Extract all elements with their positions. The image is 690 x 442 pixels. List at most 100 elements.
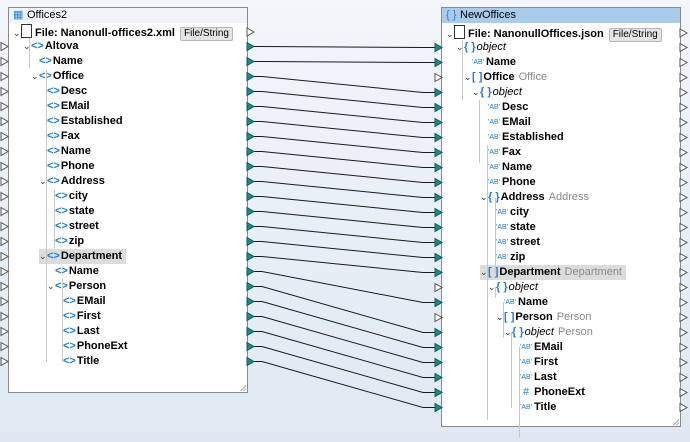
output-connector[interactable] (246, 56, 256, 67)
component-title-bar[interactable]: { } NewOffices (442, 8, 680, 23)
chevron-down-icon[interactable]: ⌄ (496, 312, 504, 322)
tree-item-email[interactable]: 'AB'EMail (512, 340, 563, 355)
output-connector[interactable] (246, 41, 256, 52)
tree-item-name[interactable]: 'AB'Name (464, 55, 516, 70)
mapping-wire[interactable] (254, 46, 435, 48)
mapping-wire[interactable] (254, 331, 435, 378)
output-connector[interactable] (679, 267, 689, 278)
chevron-down-icon[interactable]: ⌄ (39, 251, 47, 261)
tree-item-desc[interactable]: <>Desc (39, 84, 87, 99)
output-connector[interactable] (679, 117, 689, 128)
tree-item-first[interactable]: <>First (55, 309, 101, 324)
mapping-wire[interactable] (254, 166, 435, 183)
tree-item-name[interactable]: <>Name (31, 54, 83, 69)
chevron-down-icon[interactable]: ⌄ (504, 327, 512, 337)
tree-item-email[interactable]: 'AB'EMail (480, 115, 531, 130)
output-connector[interactable] (246, 161, 256, 172)
output-connector[interactable] (679, 327, 689, 338)
input-connector[interactable] (0, 251, 10, 262)
tree-item-established[interactable]: <>Established (39, 114, 123, 129)
output-connector[interactable] (246, 86, 256, 97)
component-title-bar[interactable]: ▦ Offices2 (9, 8, 247, 23)
mapping-wire[interactable] (254, 91, 435, 108)
tree-item-city[interactable]: <>city (47, 189, 88, 204)
tree-item-address[interactable]: ⌄<>Address (39, 174, 105, 189)
chevron-down-icon[interactable]: ⌄ (472, 87, 480, 97)
input-connector[interactable] (0, 176, 10, 187)
input-connector[interactable] (0, 266, 10, 277)
input-connector[interactable] (0, 101, 10, 112)
output-connector[interactable] (679, 387, 689, 398)
output-connector[interactable] (246, 176, 256, 187)
input-connector[interactable] (0, 356, 10, 367)
tree-item-name[interactable]: 'AB'Name (496, 295, 548, 310)
mapping-wire[interactable] (254, 211, 435, 228)
chevron-down-icon[interactable]: ⌄ (446, 29, 454, 39)
output-connector[interactable] (679, 207, 689, 218)
output-connector[interactable] (679, 297, 689, 308)
tree-item-name[interactable]: <>Name (47, 264, 99, 279)
output-connector[interactable] (679, 372, 689, 383)
output-connector[interactable] (679, 402, 689, 413)
tree-item-title[interactable]: <>Title (55, 354, 99, 369)
resize-grip[interactable] (240, 385, 246, 391)
output-connector[interactable] (246, 281, 256, 292)
tree-item-object[interactable]: ⌄{ }object (488, 280, 538, 295)
output-connector[interactable] (246, 71, 256, 82)
output-connector[interactable] (679, 147, 689, 158)
mapping-wire[interactable] (254, 121, 435, 138)
output-connector[interactable] (246, 116, 256, 127)
output-connector[interactable] (679, 237, 689, 248)
tree-item-established[interactable]: 'AB'Established (480, 130, 564, 145)
mapping-wire[interactable] (254, 136, 435, 153)
tree-item-object[interactable]: ⌄{ }object (472, 85, 522, 100)
tree-item-object[interactable]: ⌄{ }object (456, 40, 506, 55)
output-connector[interactable] (679, 177, 689, 188)
output-connector[interactable] (246, 101, 256, 112)
chevron-down-icon[interactable]: ⌄ (456, 42, 464, 52)
output-connector[interactable] (246, 206, 256, 217)
mapping-wire[interactable] (254, 196, 435, 213)
tree-item-last[interactable]: 'AB'Last (512, 370, 557, 385)
tree-item-street[interactable]: 'AB'street (488, 235, 540, 250)
output-connector[interactable] (679, 282, 689, 293)
input-connector[interactable] (0, 281, 10, 292)
output-connector[interactable] (679, 28, 689, 38)
output-connector[interactable] (679, 222, 689, 233)
mapping-wire[interactable] (254, 256, 435, 273)
mapping-wire[interactable] (254, 151, 435, 168)
mapping-wire[interactable] (254, 286, 435, 333)
output-connector[interactable] (679, 57, 689, 68)
input-connector[interactable] (0, 206, 10, 217)
output-connector[interactable] (246, 236, 256, 247)
output-connector[interactable] (679, 312, 689, 323)
tree-item-zip[interactable]: <>zip (47, 234, 84, 249)
output-connector[interactable] (679, 87, 689, 98)
output-connector[interactable] (679, 192, 689, 203)
output-connector[interactable] (246, 27, 256, 37)
tree-item-email[interactable]: <>EMail (39, 99, 90, 114)
output-connector[interactable] (246, 131, 256, 142)
chevron-down-icon[interactable]: ⌄ (13, 28, 21, 38)
target-component-newoffices[interactable]: { } NewOffices ⌄File: NanonullOffices.js… (441, 7, 681, 438)
mapping-wire[interactable] (254, 226, 435, 243)
tree-item-title[interactable]: 'AB'Title (512, 400, 556, 415)
tree-item-office[interactable]: ⌄<>Office (31, 69, 84, 84)
input-connector[interactable] (0, 296, 10, 307)
output-connector[interactable] (246, 221, 256, 232)
output-connector[interactable] (246, 311, 256, 322)
resize-grip[interactable] (673, 419, 679, 425)
tree-item-first[interactable]: 'AB'First (512, 355, 558, 370)
output-connector[interactable] (679, 357, 689, 368)
input-connector[interactable] (0, 71, 10, 82)
mapping-wire[interactable] (254, 61, 435, 63)
chevron-down-icon[interactable]: ⌄ (464, 72, 472, 82)
tree-item-department[interactable]: ⌄<>Department (39, 249, 126, 264)
chevron-down-icon[interactable]: ⌄ (47, 281, 55, 291)
input-connector[interactable] (0, 131, 10, 142)
